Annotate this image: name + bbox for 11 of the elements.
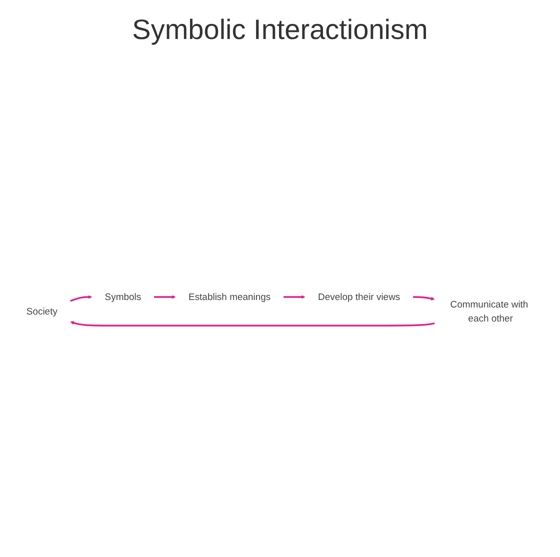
diagram-title: Symbolic Interactionism [132, 14, 428, 46]
arrow [70, 320, 435, 326]
node-text: Symbols [104, 291, 142, 302]
node-text: Develop their views [318, 291, 400, 302]
arrow [70, 294, 92, 302]
arrow [413, 296, 435, 300]
node-text: Communicate with each other [450, 298, 528, 324]
node-text: Establish meanings [188, 291, 271, 302]
arrow [284, 294, 306, 299]
arrow [154, 294, 176, 299]
node-text: Society [26, 306, 58, 316]
